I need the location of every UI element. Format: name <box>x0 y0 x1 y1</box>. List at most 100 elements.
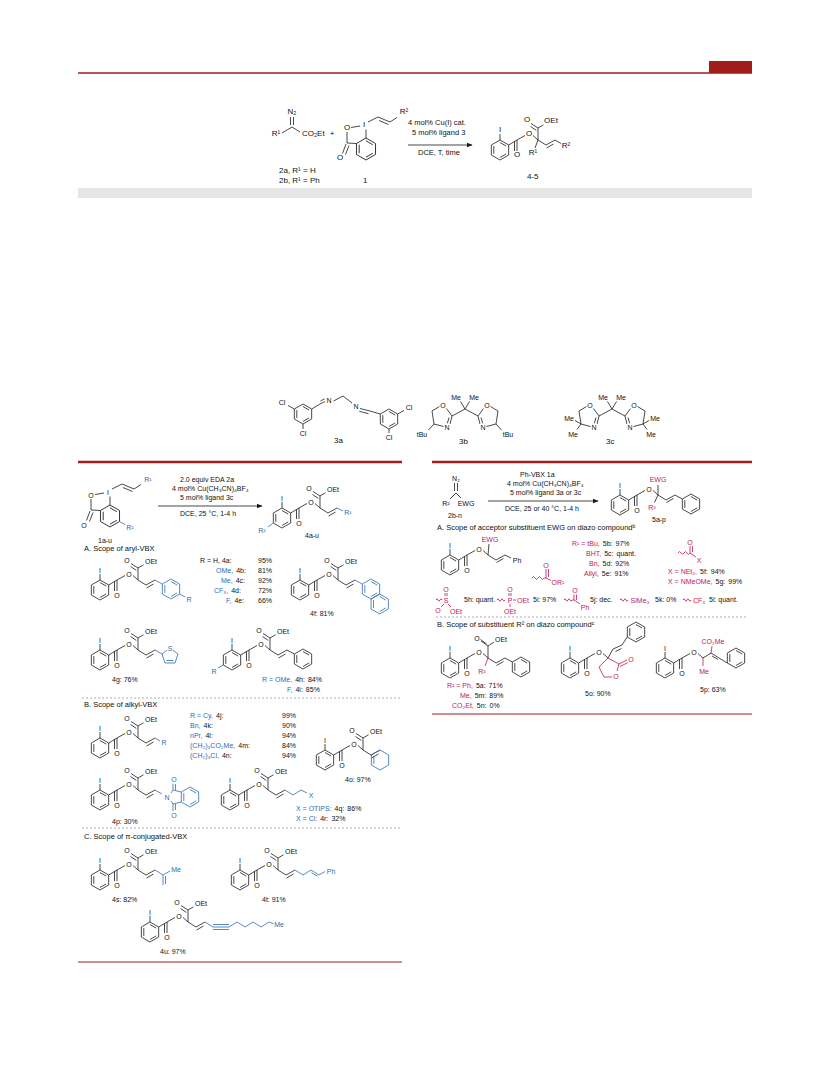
atom-slot: OEt <box>144 628 157 635</box>
structure-bond <box>611 489 658 515</box>
atom-label: OEt <box>145 768 157 775</box>
atom-slot: O <box>628 656 634 663</box>
atom-slot: I <box>149 909 152 916</box>
scheme-text: 5j: dec. <box>590 596 613 604</box>
text-row: 5a-p <box>652 516 666 524</box>
structure-bond <box>181 787 198 807</box>
atom-label: Cl <box>406 404 413 411</box>
atom-label: O <box>349 727 354 734</box>
structure-bond <box>291 574 338 600</box>
atom-slot: O <box>254 882 260 889</box>
structure-bond <box>355 579 388 614</box>
text-row: 84% <box>282 742 296 750</box>
atom-slot: O <box>440 402 446 409</box>
atom-label: O <box>88 492 93 499</box>
scheme-text: Bn, <box>190 722 201 730</box>
panel-rule <box>432 714 752 715</box>
structure-bond <box>441 652 488 678</box>
atom-label: O <box>691 649 696 656</box>
structure-bond <box>131 854 156 879</box>
structure-bond <box>295 870 325 876</box>
structure-bond <box>436 617 748 618</box>
scheme-text: 5f: <box>700 568 708 576</box>
atom-slot: O <box>324 557 330 564</box>
atom-label: N <box>444 424 449 431</box>
scheme-text: 4n: <box>222 752 232 760</box>
atom-slot: R² <box>478 668 486 675</box>
atom-label: Me <box>568 431 578 438</box>
atom-slot: O <box>124 627 130 634</box>
atom-label: O <box>244 802 249 809</box>
structure-bond <box>282 117 300 133</box>
atom-slot: O <box>587 402 593 409</box>
atom-slot: tBu <box>416 431 428 438</box>
structure-bond <box>155 579 185 599</box>
structure-bond <box>678 546 696 557</box>
structure-bond <box>343 117 398 160</box>
text-row: 4a-u <box>305 532 319 540</box>
scheme-text: 5e: <box>602 570 612 578</box>
scheme-text: 4 mol% Cu(CH₃CN)₄BF₄ <box>507 480 584 488</box>
scheme-text: 0% <box>490 702 500 710</box>
scheme-text: DCE, 25 or 40 °C, 1-4 h <box>505 505 579 513</box>
structure-bond <box>231 864 278 890</box>
scheme-text: 4e: <box>234 597 244 605</box>
atom-label: O <box>114 750 119 757</box>
atom-label: O <box>613 673 618 680</box>
atom-label: N <box>627 424 632 431</box>
atom-slot: O <box>523 116 530 124</box>
atom-slot: O <box>81 522 87 529</box>
scheme-text: DCE, T, time <box>418 149 460 158</box>
atom-label: O <box>526 129 532 138</box>
atom-label: I <box>149 909 151 916</box>
atom-slot: Cl <box>385 434 393 441</box>
scheme-text: 5l: quant. <box>709 596 738 604</box>
atom-label: O <box>596 649 601 656</box>
scheme-text: 4o: 97% <box>345 776 371 784</box>
scheme-text: Me, <box>460 692 472 700</box>
atom-label: O <box>124 557 129 564</box>
atom-label: S <box>168 645 173 652</box>
atom-slot: O <box>126 641 132 648</box>
atom-label: O <box>296 520 301 527</box>
atom-slot: R¹ <box>528 149 537 157</box>
atom-label: O <box>171 812 176 819</box>
text-row: R = OMe,4h:84% <box>262 676 322 684</box>
atom-slot: OEt <box>194 900 207 907</box>
text-row: 94% <box>282 752 296 760</box>
atom-label: I <box>239 857 241 864</box>
atom-slot: S <box>167 645 173 652</box>
text-row: X = NMeOMe,5g:99% <box>668 578 742 586</box>
atom-slot: Cl <box>278 399 286 406</box>
atom-slot: Ph <box>580 604 590 611</box>
scheme-text: 5m: <box>475 692 487 700</box>
atom-slot: O <box>691 649 697 656</box>
ligand-structures <box>288 396 649 433</box>
atom-slot: O <box>306 485 312 492</box>
text-row: 2b-n <box>448 512 462 520</box>
atom-label: Me <box>616 394 626 401</box>
atom-slot: O <box>114 802 120 809</box>
atom-slot: OEt <box>544 117 559 125</box>
atom-label: O <box>634 507 639 514</box>
structure-bond <box>371 750 388 770</box>
scheme-text: 97% <box>616 540 630 548</box>
text-row: 1 <box>363 176 367 185</box>
text-row: X = OTIPS:4q:86% <box>296 805 361 813</box>
atom-label: R¹ <box>144 476 151 483</box>
atom-label: O <box>164 934 169 941</box>
scheme-text: 4 mol% Cu(I) cat. <box>408 119 466 128</box>
header-rule <box>78 72 752 74</box>
scheme-text: OMe, <box>216 567 233 575</box>
atom-slot: O <box>246 662 252 669</box>
atom-label: O <box>256 781 261 788</box>
atom-slot: I <box>324 737 327 744</box>
text-row: F,4e: <box>226 597 244 605</box>
atom-slot: O <box>114 592 120 599</box>
structure-bond <box>481 640 513 666</box>
atom-label: O <box>440 402 445 409</box>
atom-label: I <box>363 120 365 129</box>
atom-label: Me <box>451 394 461 401</box>
atom-slot: O <box>525 130 532 138</box>
atom-label: O <box>126 781 131 788</box>
